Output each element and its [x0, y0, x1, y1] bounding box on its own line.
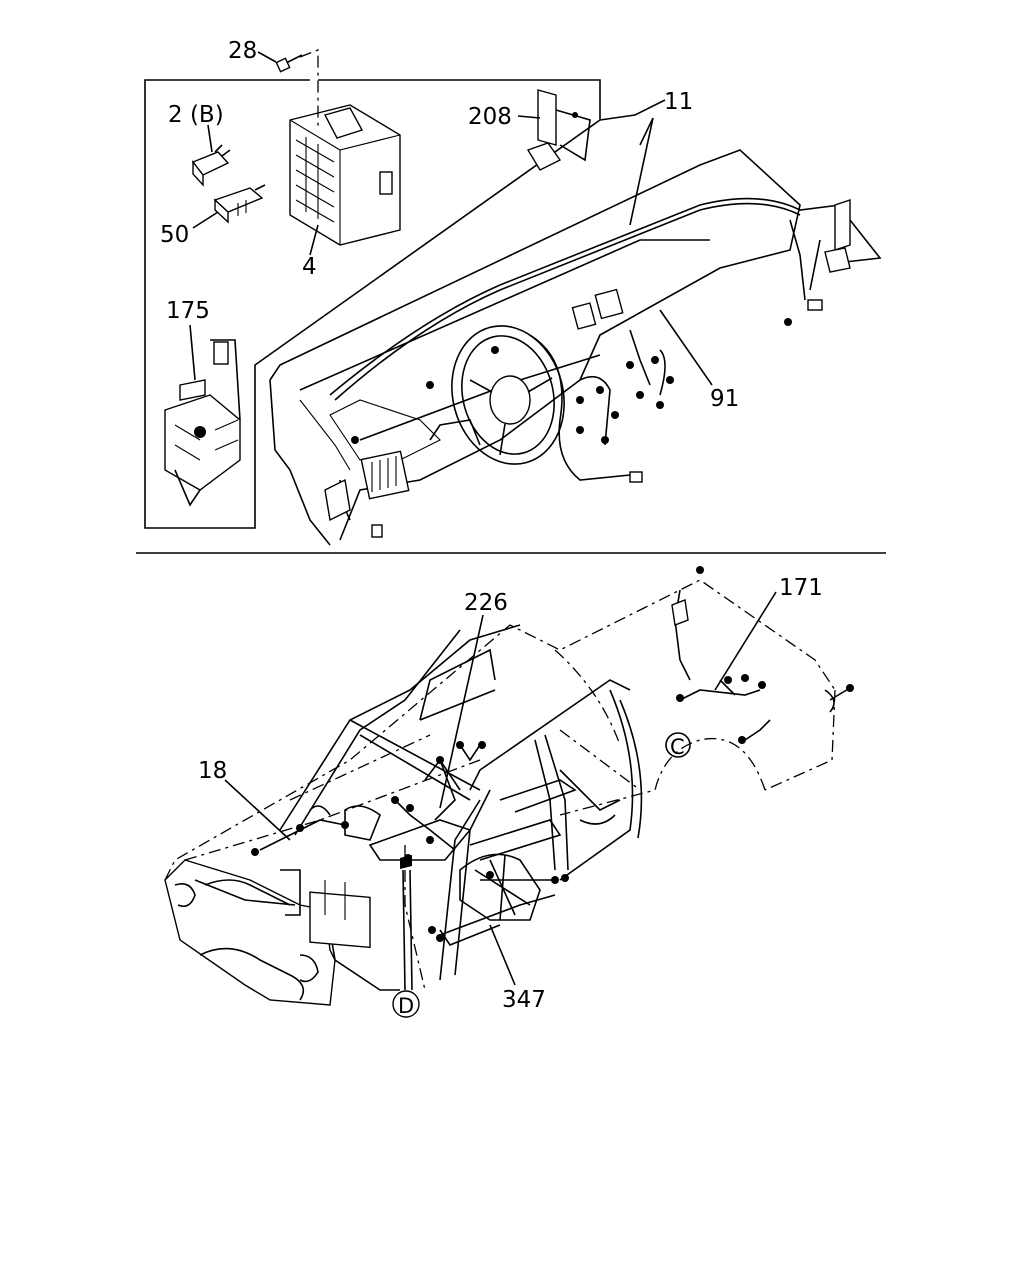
callout-226: 226 — [464, 590, 508, 616]
ref-d-label: D — [398, 994, 414, 1018]
callout-4: 4 — [302, 254, 317, 280]
bottom-leader-lines — [224, 591, 777, 986]
ref-c-label: C — [670, 735, 685, 759]
callout-50: 50 — [160, 222, 189, 248]
top-leader-lines — [189, 51, 713, 386]
callout-11: 11 — [664, 89, 693, 115]
callout-2b: 2 (B) — [168, 102, 224, 128]
inset-frame — [144, 79, 601, 529]
callout-91: 91 — [710, 386, 739, 412]
callout-18: 18 — [198, 758, 227, 784]
instrument-panel-view: 28 2 (B) 50 4 208 11 175 91 — [144, 38, 882, 546]
callout-208: 208 — [468, 104, 512, 130]
fuse-box — [289, 104, 401, 246]
bracket-part-175 — [164, 339, 241, 507]
callout-28: 28 — [228, 38, 257, 64]
reference-c: C — [665, 732, 691, 759]
callout-175: 175 — [166, 298, 210, 324]
relay-part-2b — [191, 144, 231, 187]
front-end — [164, 859, 400, 1006]
bracket-part-208 — [526, 89, 591, 171]
fuse-part-50 — [213, 184, 266, 224]
vehicle-body-view: C D 226 171 18 347 — [164, 566, 854, 1018]
screw-part-28 — [275, 49, 319, 130]
main-harness — [299, 197, 882, 538]
steering-wheel — [451, 325, 565, 465]
dashboard-body — [269, 149, 801, 546]
callout-347: 347 — [502, 987, 546, 1013]
body-harness — [251, 566, 854, 946]
callout-171: 171 — [779, 575, 823, 601]
reference-d: D — [392, 855, 420, 1018]
